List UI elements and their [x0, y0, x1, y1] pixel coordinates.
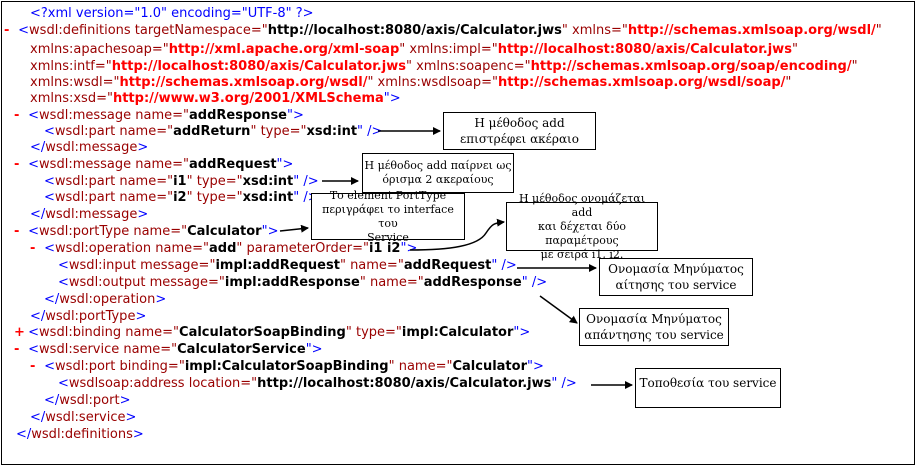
- xml-line-part-i1: <wsdl:part name="i1" type="xsd:int" />: [44, 174, 319, 189]
- collapse-toggle[interactable]: -: [14, 224, 20, 239]
- collapse-toggle[interactable]: -: [14, 108, 20, 123]
- collapse-toggle[interactable]: -: [14, 157, 20, 172]
- xml-line-operation-add: - <wsdl:operation name="add" parameterOr…: [30, 241, 418, 256]
- xml-line-service: - <wsdl:service name="CalculatorService"…: [14, 342, 323, 357]
- xml-line-binding: + <wsdl:binding name="CalculatorSoapBind…: [14, 325, 531, 340]
- xml-line-porttype: - <wsdl:portType name="Calculator">: [14, 224, 279, 239]
- xml-line-port-close: </wsdl:port>: [44, 393, 131, 408]
- xml-line-definitions-close: </wsdl:definitions>: [16, 427, 144, 442]
- xml-line-porttype-close: </wsdl:portType>: [30, 309, 147, 324]
- arrow-4: [409, 218, 505, 251]
- collapse-toggle[interactable]: -: [30, 241, 36, 256]
- xml-line-address: <wsdlsoap:address location="http://local…: [58, 376, 577, 391]
- xml-line-port: - <wsdl:port binding="impl:CalculatorSoa…: [30, 359, 544, 374]
- xml-line-message-close-2: </wsdl:message>: [30, 207, 149, 222]
- xml-line-part-addreturn: <wsdl:part name="addReturn" type="xsd:in…: [44, 124, 383, 139]
- xml-line-definitions: - <wsdl:definitions targetNamespace="htt…: [4, 23, 882, 38]
- xml-line-service-close: </wsdl:service>: [30, 410, 137, 425]
- arrow-6: [539, 295, 578, 324]
- xml-line-ns-xsd: xmlns:xsd="http://www.w3.org/2001/XMLSch…: [30, 91, 401, 106]
- xml-line-ns-apachesoap: xmlns:apachesoap="http://xml.apache.org/…: [30, 42, 798, 57]
- xml-line-ns-wsdl: xmlns:wsdl="http://schemas.xmlsoap.org/w…: [30, 75, 792, 90]
- xml-line-message-addresponse: - <wsdl:message name="addResponse">: [14, 108, 304, 123]
- collapse-toggle[interactable]: -: [4, 23, 10, 38]
- collapse-toggle[interactable]: -: [14, 342, 20, 357]
- xml-line-message-close-1: </wsdl:message>: [30, 140, 149, 155]
- xml-line-output: <wsdl:output message="impl:addResponse" …: [58, 275, 548, 290]
- collapse-toggle[interactable]: -: [30, 359, 36, 374]
- xml-line-ns-intf: xmlns:intf="http://localhost:8080/axis/C…: [30, 59, 858, 74]
- arrow-3: [279, 224, 309, 233]
- xml-declaration: <?xml version="1.0" encoding="UTF-8" ?>: [30, 6, 314, 21]
- document-frame: [1, 1, 915, 465]
- xml-line-message-addrequest: - <wsdl:message name="addRequest">: [14, 157, 294, 172]
- xml-line-input: <wsdl:input message="impl:addRequest" na…: [58, 258, 517, 273]
- note-service-location: Τοποθεσία του service: [635, 368, 781, 408]
- xml-line-operation-close: </wsdl:operation>: [44, 292, 167, 307]
- expand-toggle[interactable]: +: [14, 325, 25, 340]
